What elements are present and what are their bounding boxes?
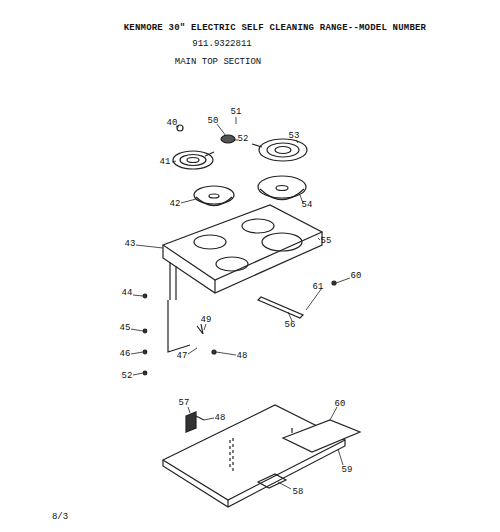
callout-number: 60 [351,272,362,281]
callout-number: 55 [321,237,332,246]
page-title: KENMORE 30" ELECTRIC SELF CLEANING RANGE… [124,24,426,33]
leader-lines [131,117,350,489]
callout-number: 51 [231,108,242,117]
callout-number: 49 [201,316,212,325]
drip-bowls [194,176,306,206]
callout-number: 46 [120,350,131,359]
callout-number: 42 [170,200,181,209]
callout-number: 58 [293,488,304,497]
callout-number: 53 [289,132,300,141]
callout-number: 57 [179,399,190,408]
callout-number: 44 [122,289,133,298]
callout-number: 54 [302,201,313,210]
callout-number: 52 [122,372,133,381]
callout-number: 40 [167,119,178,128]
trim-strip [143,281,336,375]
callout-number: 41 [160,158,171,167]
callout-number: 59 [342,466,353,475]
section-title: MAIN TOP SECTION [175,58,261,67]
sheet-number: 8/3 [52,513,68,522]
callout-number: 48 [215,414,226,423]
callout-number: 50 [208,117,219,126]
bottom-pan [163,405,360,507]
callout-number: 45 [120,324,131,333]
callout-number: 43 [125,240,136,249]
callout-number: 61 [313,283,324,292]
surface-elements [173,125,307,169]
callout-number: 47 [177,352,188,361]
callout-number: 56 [285,321,296,330]
callout-number: 52 [238,135,249,144]
callout-number: 60 [335,400,346,409]
cooktop [163,205,322,300]
model-number: 911.9322811 [192,40,251,49]
callout-number: 48 [237,352,248,361]
